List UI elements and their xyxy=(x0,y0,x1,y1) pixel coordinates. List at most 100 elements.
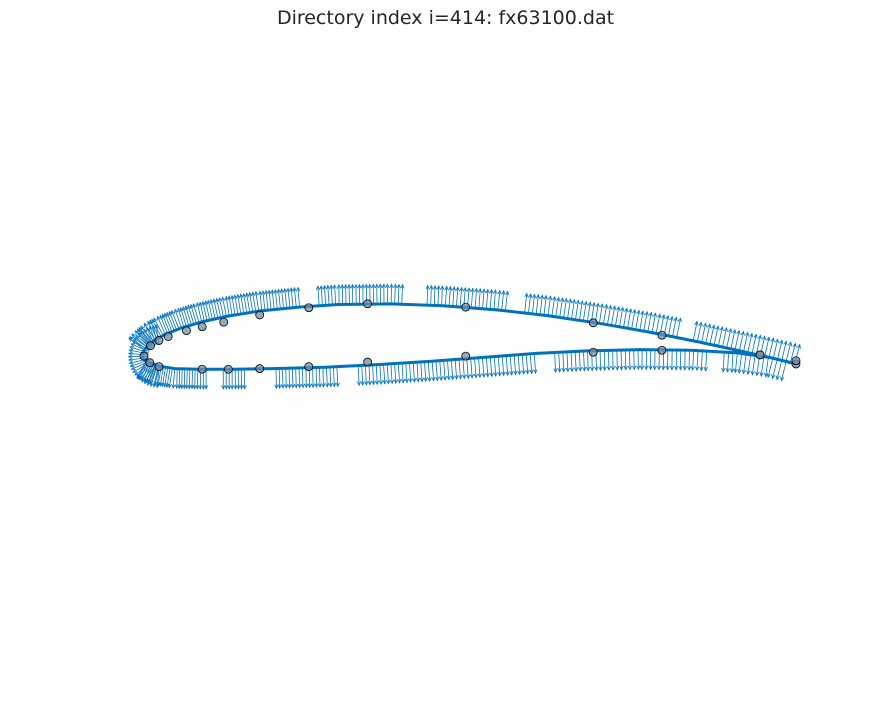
normal-vector-upper-head xyxy=(332,284,337,289)
normal-vector-lower-head xyxy=(332,382,337,388)
normal-vector-lower xyxy=(747,354,752,375)
normal-vector-upper-head xyxy=(477,288,483,293)
control-point-marker xyxy=(755,350,765,360)
normal-vector-leading-edge xyxy=(139,364,153,381)
control-point-marker xyxy=(588,347,598,357)
normal-vector-upper xyxy=(180,307,187,327)
normal-vector-lower xyxy=(162,367,166,387)
normal-vector-lower xyxy=(776,360,783,380)
normal-vector-upper xyxy=(777,340,783,360)
normal-vector-upper-head xyxy=(548,295,553,301)
normal-vector-upper xyxy=(397,284,400,305)
normal-vector-lower-head xyxy=(446,375,451,381)
normal-vector-lower-head xyxy=(598,366,603,372)
normal-vector-upper-head xyxy=(644,310,649,316)
normal-vector-lower xyxy=(696,350,699,371)
normal-vector-upper-head xyxy=(315,285,321,291)
normal-vector-lower xyxy=(558,352,561,372)
normal-vector-lower-head xyxy=(389,379,395,385)
normal-vector-upper-head xyxy=(774,338,779,344)
normal-vector-upper-head xyxy=(143,322,148,328)
normal-vector-upper xyxy=(448,286,451,307)
normal-vector-lower xyxy=(692,350,695,371)
normal-vector-upper-head xyxy=(451,286,457,291)
control-point-marker xyxy=(255,364,265,373)
normal-vector-lower-head xyxy=(204,385,209,390)
normal-vector-upper xyxy=(426,285,429,306)
normal-vector-upper-head xyxy=(616,305,621,311)
normal-vector-lower-head xyxy=(652,365,657,371)
control-point-marker xyxy=(223,364,233,374)
normal-vector-lower xyxy=(781,361,787,381)
normal-vector-lower-head xyxy=(230,385,235,390)
normal-vector-lower-head xyxy=(427,377,432,382)
normal-vector-lower-head xyxy=(648,365,653,371)
normal-vector-lower xyxy=(743,354,747,374)
normal-vector-lower-head xyxy=(198,385,203,390)
normal-vector-lower-head xyxy=(367,380,372,386)
normal-vector-lower-head xyxy=(371,380,376,386)
normal-vector-upper xyxy=(324,285,327,306)
normal-vector-lower-head xyxy=(364,381,369,386)
normal-vector-leading-edge-head xyxy=(140,330,145,336)
normal-vector-lower-head xyxy=(553,368,558,374)
normal-vector-upper xyxy=(290,288,294,308)
normal-vector-upper-head xyxy=(381,283,386,289)
normal-vector-lower-head xyxy=(297,383,302,389)
normal-vector-upper-head xyxy=(289,287,294,293)
normal-vector-upper xyxy=(575,300,579,320)
normal-vector-upper-head xyxy=(276,288,281,294)
normal-vector-upper xyxy=(619,307,624,327)
normal-vector-lower xyxy=(375,364,378,385)
normal-vector-upper-head xyxy=(227,295,232,301)
normal-vector-lower-head xyxy=(557,368,562,373)
normal-vector-upper-head xyxy=(744,331,750,337)
normal-vector-lower-head xyxy=(221,385,226,390)
normal-vector-upper xyxy=(717,326,723,347)
normal-vector-upper-head xyxy=(357,283,362,289)
normal-vector-lower-head xyxy=(501,371,506,377)
normal-vector-lower-head xyxy=(412,378,417,383)
normal-vector-lower-head xyxy=(602,366,607,372)
normal-vector-upper xyxy=(394,284,396,305)
normal-vector-upper xyxy=(696,322,702,342)
normal-vector-upper xyxy=(140,325,154,342)
normal-vector-upper-head xyxy=(587,301,592,307)
normal-vector-lower-head xyxy=(360,381,365,386)
normal-vector-lower-head xyxy=(721,367,726,373)
normal-vector-lower-head xyxy=(699,366,704,372)
normal-vector-leading-edge-head xyxy=(138,375,144,381)
normal-vector-upper-head xyxy=(385,283,390,289)
normal-vector-upper xyxy=(663,315,669,336)
normal-vector-lower-head xyxy=(280,384,285,389)
normal-vector-leading-edge-head xyxy=(143,328,148,334)
normal-vector-lower xyxy=(435,360,438,381)
normal-vector-lower-head xyxy=(435,376,440,382)
control-point-marker xyxy=(146,341,155,351)
normal-vector-leading-edge-head xyxy=(154,324,159,329)
normal-vector-lower xyxy=(466,358,469,379)
control-point-marker xyxy=(163,332,173,341)
normal-vector-lower-head xyxy=(766,373,771,379)
normal-vector-upper-head xyxy=(371,283,376,289)
normal-vector-lower-head xyxy=(497,371,502,377)
normal-vector-upper-head xyxy=(436,285,441,290)
normal-vector-upper xyxy=(213,299,219,319)
normal-vector-upper xyxy=(287,288,291,309)
normal-vector-upper xyxy=(571,299,575,320)
normal-vector-upper xyxy=(747,333,753,353)
normal-vector-lower xyxy=(168,368,173,388)
normal-vector-lower xyxy=(493,356,497,377)
normal-vector-upper xyxy=(218,297,224,318)
normal-vector-upper xyxy=(543,295,547,316)
normal-vector-lower-head xyxy=(300,383,305,389)
normal-vector-upper-head xyxy=(505,290,510,296)
normal-vector-lower xyxy=(470,358,473,378)
normal-vector-lower xyxy=(509,355,513,375)
normal-vector-lower xyxy=(427,361,430,382)
normal-vector-upper-head xyxy=(575,299,580,305)
normal-vector-leading-edge xyxy=(141,365,154,383)
control-point-marker xyxy=(154,336,164,345)
normal-vector-upper-head xyxy=(215,297,220,303)
